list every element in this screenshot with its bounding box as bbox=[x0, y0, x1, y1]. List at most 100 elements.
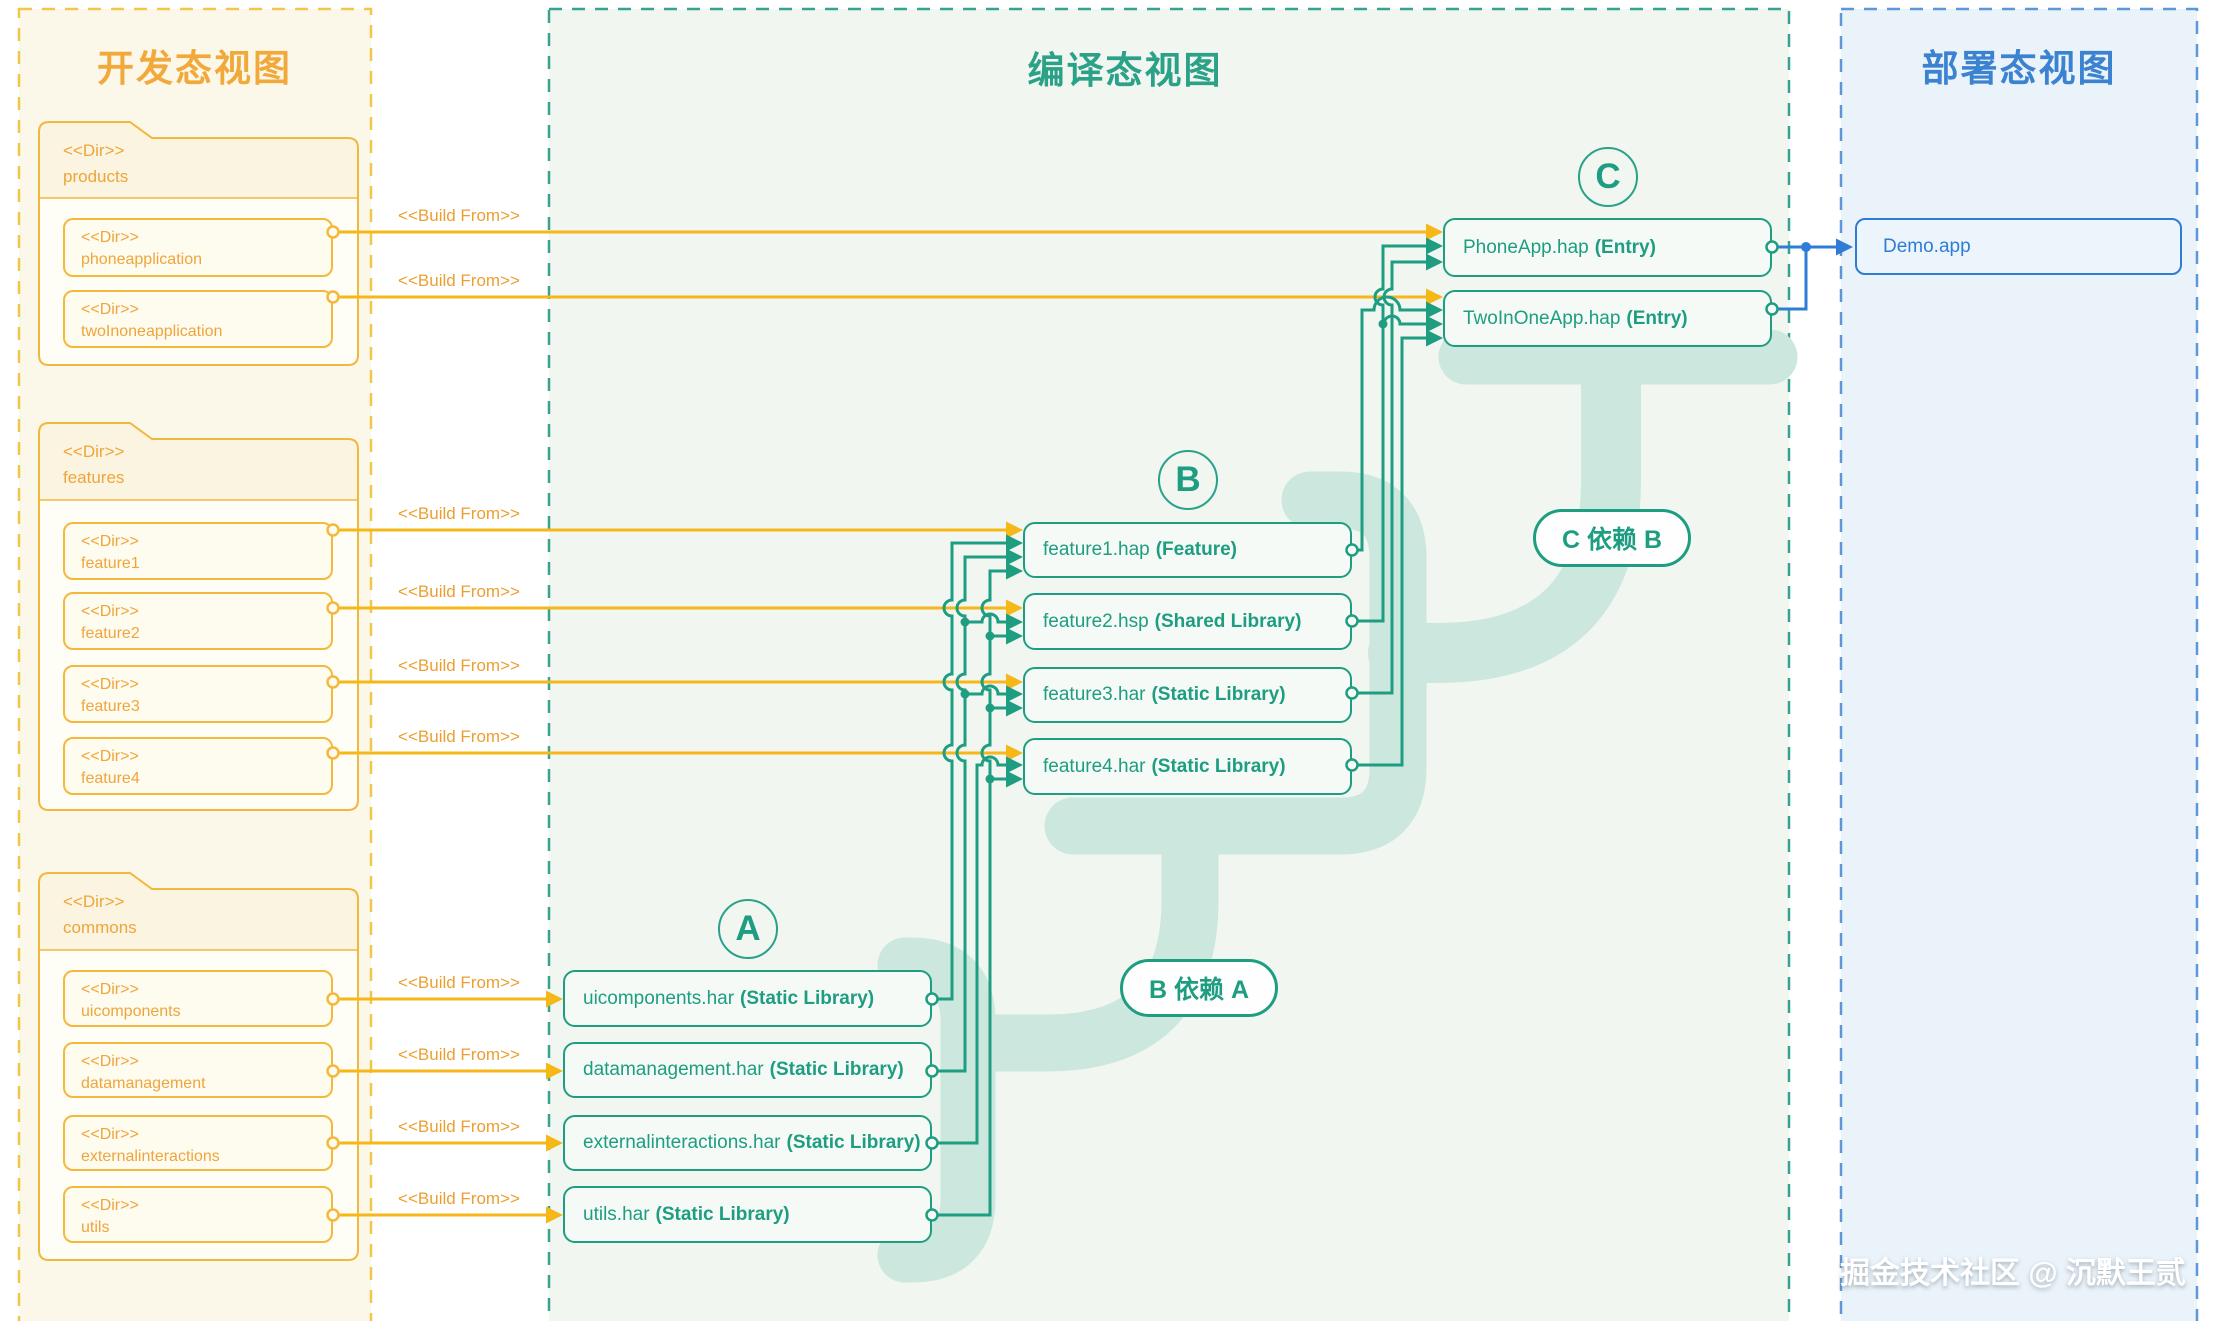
dir-name: twoInoneapplication bbox=[81, 323, 223, 340]
dir-box-utils: <<Dir>> utils bbox=[63, 1186, 333, 1243]
dir-stereotype: <<Dir>> bbox=[81, 981, 139, 998]
node-datamanagement-har: datamanagement.har (Static Library) bbox=[563, 1042, 932, 1098]
node-feature3-har: feature3.har (Static Library) bbox=[1023, 667, 1352, 723]
node-phoneapp-hap: PhoneApp.hap (Entry) bbox=[1443, 218, 1772, 277]
dir-box-feature2: <<Dir>> feature2 bbox=[63, 592, 333, 650]
folder-features-stereotype: <<Dir>> bbox=[63, 442, 125, 461]
node-type: (Static Library) bbox=[1151, 755, 1286, 777]
dir-box-feature1: <<Dir>> feature1 bbox=[63, 522, 333, 580]
dir-stereotype: <<Dir>> bbox=[81, 748, 139, 765]
watermark-text: 掘金技术社区 @ 沉默王贰 bbox=[1840, 1257, 2186, 1290]
c-depends-b-pipe bbox=[1368, 327, 1641, 683]
node-name: uicomponents.har bbox=[583, 987, 735, 1009]
deploy-junction-dot bbox=[1801, 242, 1811, 252]
node-type: (Static Library) bbox=[1151, 684, 1286, 705]
dir-box-feature3: <<Dir>> feature3 bbox=[63, 665, 333, 723]
node-type: (Static Library) bbox=[655, 1203, 790, 1225]
dir-stereotype: <<Dir>> bbox=[81, 1053, 139, 1070]
build-from-label: <<Build From>> bbox=[398, 1189, 520, 1208]
folder-products-label: <<Dir>> products bbox=[63, 138, 128, 190]
teal-ports bbox=[925, 240, 1779, 1222]
deploy-panel bbox=[1839, 7, 2199, 1321]
node-type: (Static Library) bbox=[786, 1132, 921, 1153]
node-name: utils.har bbox=[583, 1203, 650, 1225]
node-type: (Entry) bbox=[1594, 236, 1656, 258]
b-to-c-lines bbox=[1357, 244, 1427, 767]
dir-stereotype: <<Dir>> bbox=[81, 229, 139, 246]
a-to-b-lines bbox=[937, 541, 1007, 1217]
node-twoinoneapp-hap: TwoInOneApp.hap (Entry) bbox=[1443, 290, 1772, 347]
dir-stereotype: <<Dir>> bbox=[81, 533, 139, 550]
group-c-circle: C bbox=[1578, 147, 1638, 207]
dir-name: datamanagement bbox=[81, 1075, 206, 1092]
dir-box-phoneapplication: <<Dir>> phoneapplication bbox=[63, 218, 333, 277]
deploy-panel-title: 部署态视图 bbox=[1921, 48, 2117, 89]
dir-name: utils bbox=[81, 1219, 110, 1236]
node-type: (Entry) bbox=[1626, 307, 1688, 329]
dir-name: uicomponents bbox=[81, 1003, 181, 1020]
build-from-label: <<Build From>> bbox=[398, 271, 520, 290]
build-from-label: <<Build From>> bbox=[398, 973, 520, 992]
node-demo-app: Demo.app bbox=[1855, 218, 2182, 275]
dir-box-feature4: <<Dir>> feature4 bbox=[63, 737, 333, 795]
dir-stereotype: <<Dir>> bbox=[81, 603, 139, 620]
group-b-circle: B bbox=[1158, 450, 1218, 510]
build-from-label: <<Build From>> bbox=[398, 504, 520, 523]
dir-stereotype: <<Dir>> bbox=[81, 301, 139, 318]
node-name: PhoneApp.hap bbox=[1463, 236, 1589, 258]
folder-features-label: <<Dir>> features bbox=[63, 439, 124, 491]
node-name: feature2.hsp bbox=[1043, 610, 1149, 632]
dir-name: phoneapplication bbox=[81, 251, 202, 268]
dir-name: feature2 bbox=[81, 625, 140, 642]
node-feature1-hap: feature1.hap (Feature) bbox=[1023, 522, 1352, 578]
node-name: datamanagement.har bbox=[583, 1059, 764, 1080]
dir-stereotype: <<Dir>> bbox=[81, 1126, 139, 1143]
build-panel-title: 编译态视图 bbox=[1027, 50, 1223, 91]
build-from-label: <<Build From>> bbox=[398, 1117, 520, 1136]
node-externalinteractions-har: externalinteractions.har (Static Library… bbox=[563, 1115, 932, 1171]
node-feature4-har: feature4.har (Static Library) bbox=[1023, 738, 1352, 795]
dir-stereotype: <<Dir>> bbox=[81, 1197, 139, 1214]
dev-panel-title: 开发态视图 bbox=[97, 48, 292, 89]
build-from-label: <<Build From>> bbox=[398, 206, 520, 225]
node-name: feature4.har bbox=[1043, 755, 1146, 777]
node-uicomponents-har: uicomponents.har (Static Library) bbox=[563, 970, 932, 1027]
badge-b-depends-a: B 依赖 A bbox=[1120, 959, 1279, 1017]
folder-commons-name: commons bbox=[63, 918, 137, 937]
deploy-arrowhead bbox=[1836, 238, 1853, 256]
build-from-label: <<Build From>> bbox=[398, 1045, 520, 1064]
group-a-circle: A bbox=[718, 899, 778, 959]
dir-name: externalinteractions bbox=[81, 1148, 220, 1165]
node-type: (Static Library) bbox=[769, 1059, 904, 1080]
node-name: TwoInOneApp.hap bbox=[1463, 307, 1621, 329]
dir-name: feature3 bbox=[81, 698, 140, 715]
folder-products-name: products bbox=[63, 167, 129, 186]
dir-box-uicomponents: <<Dir>> uicomponents bbox=[63, 970, 333, 1027]
node-feature2-hsp: feature2.hsp (Shared Library) bbox=[1023, 593, 1352, 650]
dir-name: feature1 bbox=[81, 555, 140, 572]
dir-box-twoinoneapplication: <<Dir>> twoInoneapplication bbox=[63, 290, 333, 348]
build-from-label: <<Build From>> bbox=[398, 727, 520, 746]
node-type: (Shared Library) bbox=[1154, 610, 1302, 632]
folder-products-stereotype: <<Dir>> bbox=[63, 141, 125, 160]
node-utils-har: utils.har (Static Library) bbox=[563, 1186, 932, 1243]
node-name: feature1.hap bbox=[1043, 539, 1150, 560]
folder-commons-stereotype: <<Dir>> bbox=[63, 892, 125, 911]
node-name: Demo.app bbox=[1883, 235, 1971, 257]
node-name: externalinteractions.har bbox=[583, 1132, 781, 1153]
dir-name: feature4 bbox=[81, 770, 140, 787]
build-from-label: <<Build From>> bbox=[398, 656, 520, 675]
node-type: (Static Library) bbox=[740, 987, 875, 1009]
node-type: (Feature) bbox=[1155, 539, 1237, 560]
badge-c-depends-b: C 依赖 B bbox=[1533, 509, 1692, 567]
dir-box-externalinteractions: <<Dir>> externalinteractions bbox=[63, 1115, 333, 1171]
folder-commons-label: <<Dir>> commons bbox=[63, 889, 137, 941]
build-from-label: <<Build From>> bbox=[398, 582, 520, 601]
deploy-lines bbox=[1777, 245, 1836, 311]
dependency-bands bbox=[877, 327, 1798, 1283]
node-name: feature3.har bbox=[1043, 684, 1146, 705]
dir-stereotype: <<Dir>> bbox=[81, 676, 139, 693]
